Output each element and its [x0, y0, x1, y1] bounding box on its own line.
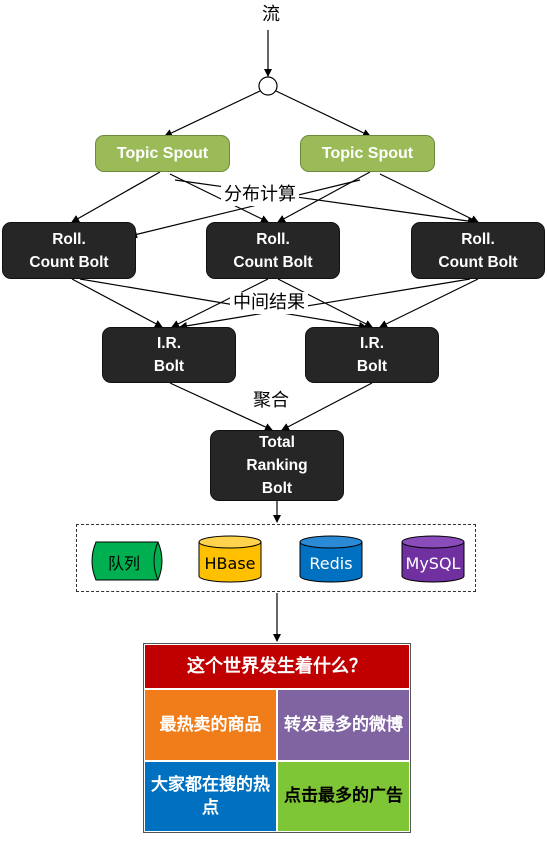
edge-rollR-irR: [379, 278, 479, 328]
edge-rollL-irL: [71, 278, 163, 328]
total-ranking-bolt-line2: Ranking: [246, 457, 308, 474]
roll-count-bolt-middle-line1: Roll.: [256, 230, 290, 248]
roll-count-bolt-middle-line2: Count Bolt: [233, 253, 313, 271]
roll-count-bolt-left: Roll. Count Bolt: [2, 222, 136, 279]
ir-bolt-right-line1: I.R.: [359, 335, 385, 352]
roll-count-bolt-middle: Roll. Count Bolt: [206, 222, 340, 279]
roll-count-bolt-right: Roll. Count Bolt: [411, 222, 545, 279]
edge-rollR-irL: [179, 278, 471, 330]
label-distributed: 分布计算: [221, 184, 299, 206]
label-intermediate: 中间结果: [230, 292, 308, 314]
result-hot-products: 最热卖的商品: [144, 689, 277, 761]
edge-hub-to-spout-right: [275, 90, 371, 137]
total-ranking-bolt: Total Ranking Bolt: [210, 430, 344, 501]
queue-shape: [91, 541, 163, 581]
topic-spout-left: Topic Spout: [95, 135, 230, 172]
hbase-cylinder: [198, 535, 262, 583]
topic-spout-right-label: Topic Spout: [321, 145, 414, 162]
mysql-label: MySQL: [405, 553, 461, 573]
result-trending-searches: 大家都在搜的热点: [144, 761, 277, 832]
ir-bolt-right: I.R. Bolt: [305, 327, 439, 383]
label-stream: 流: [262, 4, 280, 25]
result-most-clicked-ads: 点击最多的广告: [277, 761, 410, 832]
total-ranking-bolt-line1: Total: [259, 434, 295, 451]
edge-spoutR-rollR: [379, 173, 479, 223]
ir-bolt-left-line1: I.R.: [156, 335, 182, 352]
label-aggregate: 聚合: [250, 390, 292, 412]
roll-count-bolt-right-line1: Roll.: [461, 230, 495, 248]
hub-node: [258, 76, 278, 96]
topic-spout-right: Topic Spout: [300, 135, 435, 172]
edge-irL-total: [169, 382, 273, 431]
roll-count-bolt-left-line1: Roll.: [52, 230, 86, 248]
edge-rollM-irL: [171, 278, 269, 328]
edge-spoutL-rollR: [174, 179, 476, 225]
edge-spoutR-rollM: [277, 171, 371, 223]
ir-bolt-left-line2: Bolt: [153, 358, 185, 375]
redis-label: Redis: [309, 553, 353, 573]
hbase-label: HBase: [204, 553, 256, 573]
ir-bolt-left: I.R. Bolt: [102, 327, 236, 383]
mysql-cylinder: [401, 535, 465, 583]
edge-irR-total: [281, 382, 373, 431]
total-ranking-bolt-line3: Bolt: [261, 480, 293, 497]
topic-spout-left-label: Topic Spout: [116, 145, 209, 162]
ir-bolt-right-line2: Bolt: [356, 358, 388, 375]
roll-count-bolt-left-line2: Count Bolt: [29, 253, 109, 271]
results-title: 这个世界发生着什么？: [144, 644, 410, 689]
edge-hub-to-spout-left: [164, 90, 261, 137]
edge-spoutR-rollL: [129, 179, 361, 239]
storage-group: [76, 524, 476, 592]
result-most-forwarded-weibo: 转发最多的微博: [277, 689, 410, 761]
edge-rollL-irR: [79, 278, 367, 330]
edge-spoutL-rollL: [71, 171, 161, 223]
queue-label: 队列: [107, 554, 140, 573]
roll-count-bolt-right-line2: Count Bolt: [438, 253, 518, 271]
redis-cylinder: [299, 535, 363, 583]
results-grid: 这个世界发生着什么？ 最热卖的商品 转发最多的微博 大家都在搜的热点 点击最多的…: [143, 643, 411, 833]
